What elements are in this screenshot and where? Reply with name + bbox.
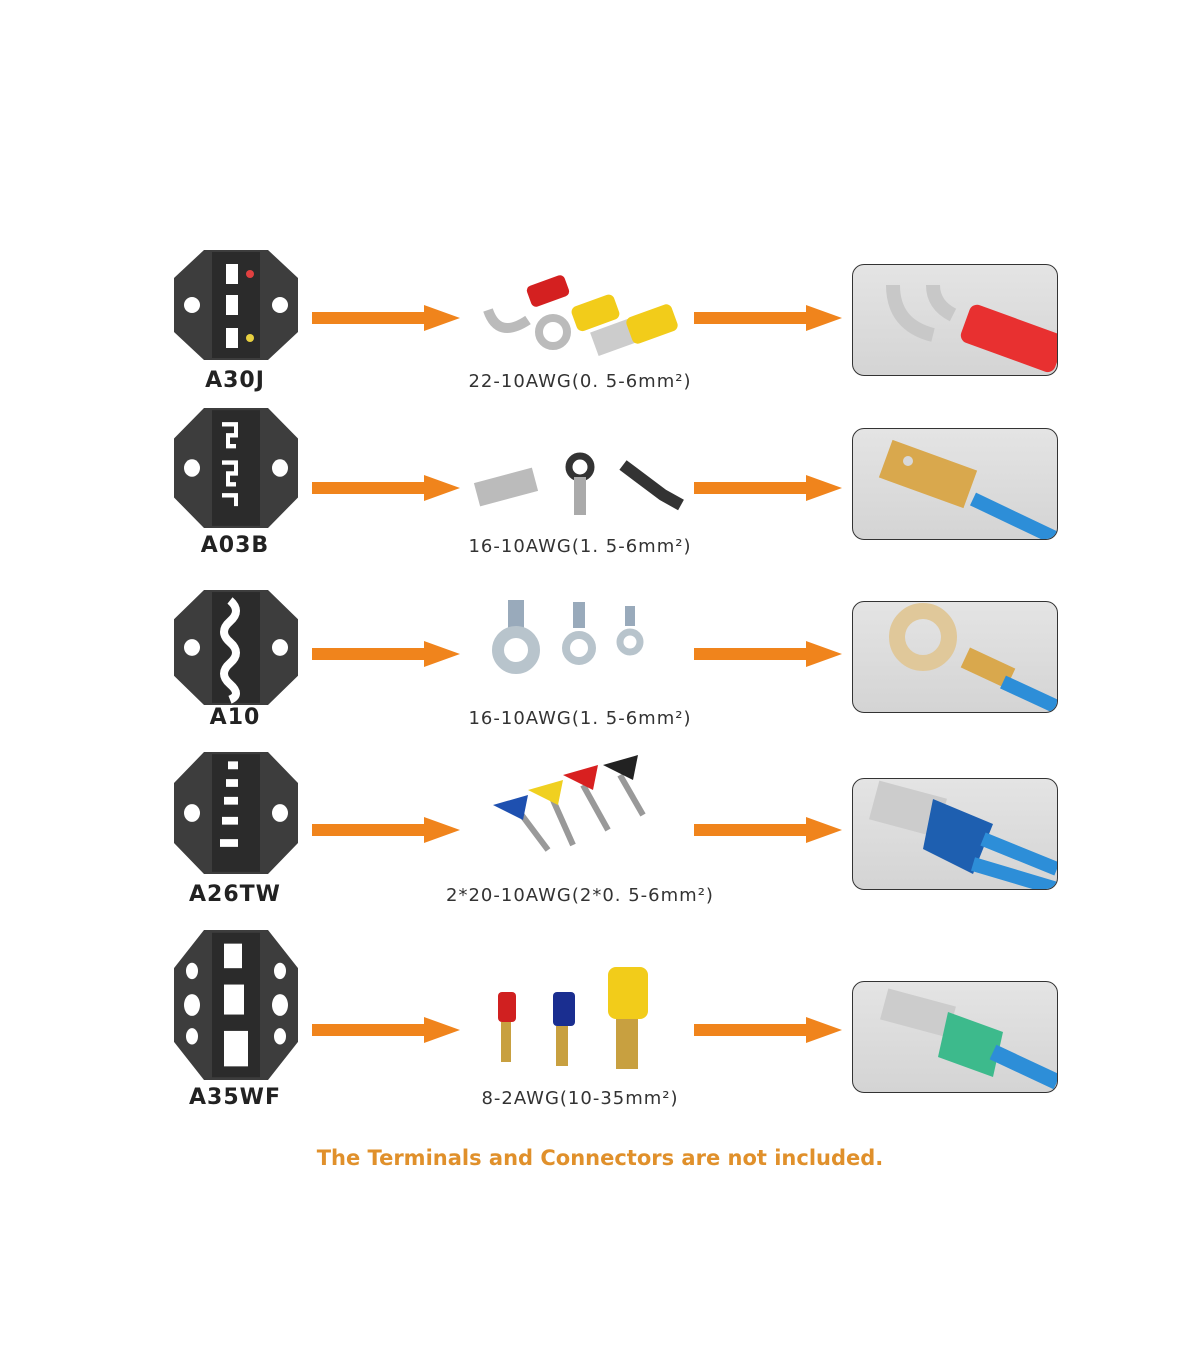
- arrow-icon: [694, 817, 842, 843]
- arrow-icon: [694, 1017, 842, 1043]
- crimp-die-image: [174, 250, 298, 360]
- arrow-icon: [694, 305, 842, 331]
- arrow-icon: [312, 817, 460, 843]
- terminals-image: [498, 967, 648, 1069]
- arrow-icon: [312, 641, 460, 667]
- arrow-icon: [694, 475, 842, 501]
- arrow-icon: [312, 1017, 460, 1043]
- terminals-image: [473, 452, 684, 515]
- die-model-label: A30J: [205, 368, 265, 393]
- crimped-result-image: [852, 981, 1058, 1093]
- crimp-die-image: [174, 752, 298, 874]
- arrow-icon: [312, 475, 460, 501]
- die-model-label: A03B: [200, 533, 270, 558]
- wire-gauge-spec: 16-10AWG(1. 5-6mm²): [468, 708, 692, 729]
- die-model-label: A26TW: [189, 882, 281, 907]
- arrow-icon: [312, 305, 460, 331]
- die-model-label: A35WF: [189, 1085, 281, 1110]
- die-row-a10: A10 16-10AWG(1. 5-6mm²): [0, 0, 1200, 730]
- die-model-label: A10: [209, 705, 261, 730]
- disclaimer-note: The Terminals and Connectors are not inc…: [316, 1146, 884, 1170]
- terminals-image: [492, 600, 644, 674]
- wire-gauge-spec: 16-10AWG(1. 5-6mm²): [468, 536, 692, 557]
- crimped-result-image: [852, 264, 1058, 376]
- die-row-a26tw: A26TW 2*20-10AWG(2*0. 5-6mm²): [0, 0, 1200, 907]
- crimp-die-image: [174, 408, 298, 528]
- crimp-die-image: [174, 930, 298, 1080]
- crimp-die-image: [174, 590, 298, 705]
- wire-gauge-spec: 22-10AWG(0. 5-6mm²): [468, 371, 692, 392]
- crimped-result-image: [852, 778, 1058, 890]
- crimped-result-image: [852, 428, 1058, 540]
- crimped-result-image: [852, 601, 1058, 713]
- die-row-a35wf: A35WF 8-2AWG(10-35mm²): [0, 0, 1200, 1110]
- wire-gauge-spec: 8-2AWG(10-35mm²): [481, 1088, 679, 1109]
- terminals-image: [483, 275, 678, 357]
- terminals-image: [493, 755, 646, 852]
- die-row-a03b: A03B 16-10AWG(1. 5-6mm²): [0, 0, 1200, 558]
- die-row-a30j: A30J 22-10AWG(0. 5-6mm²): [0, 0, 1200, 393]
- arrow-icon: [694, 641, 842, 667]
- wire-gauge-spec: 2*20-10AWG(2*0. 5-6mm²): [446, 885, 714, 906]
